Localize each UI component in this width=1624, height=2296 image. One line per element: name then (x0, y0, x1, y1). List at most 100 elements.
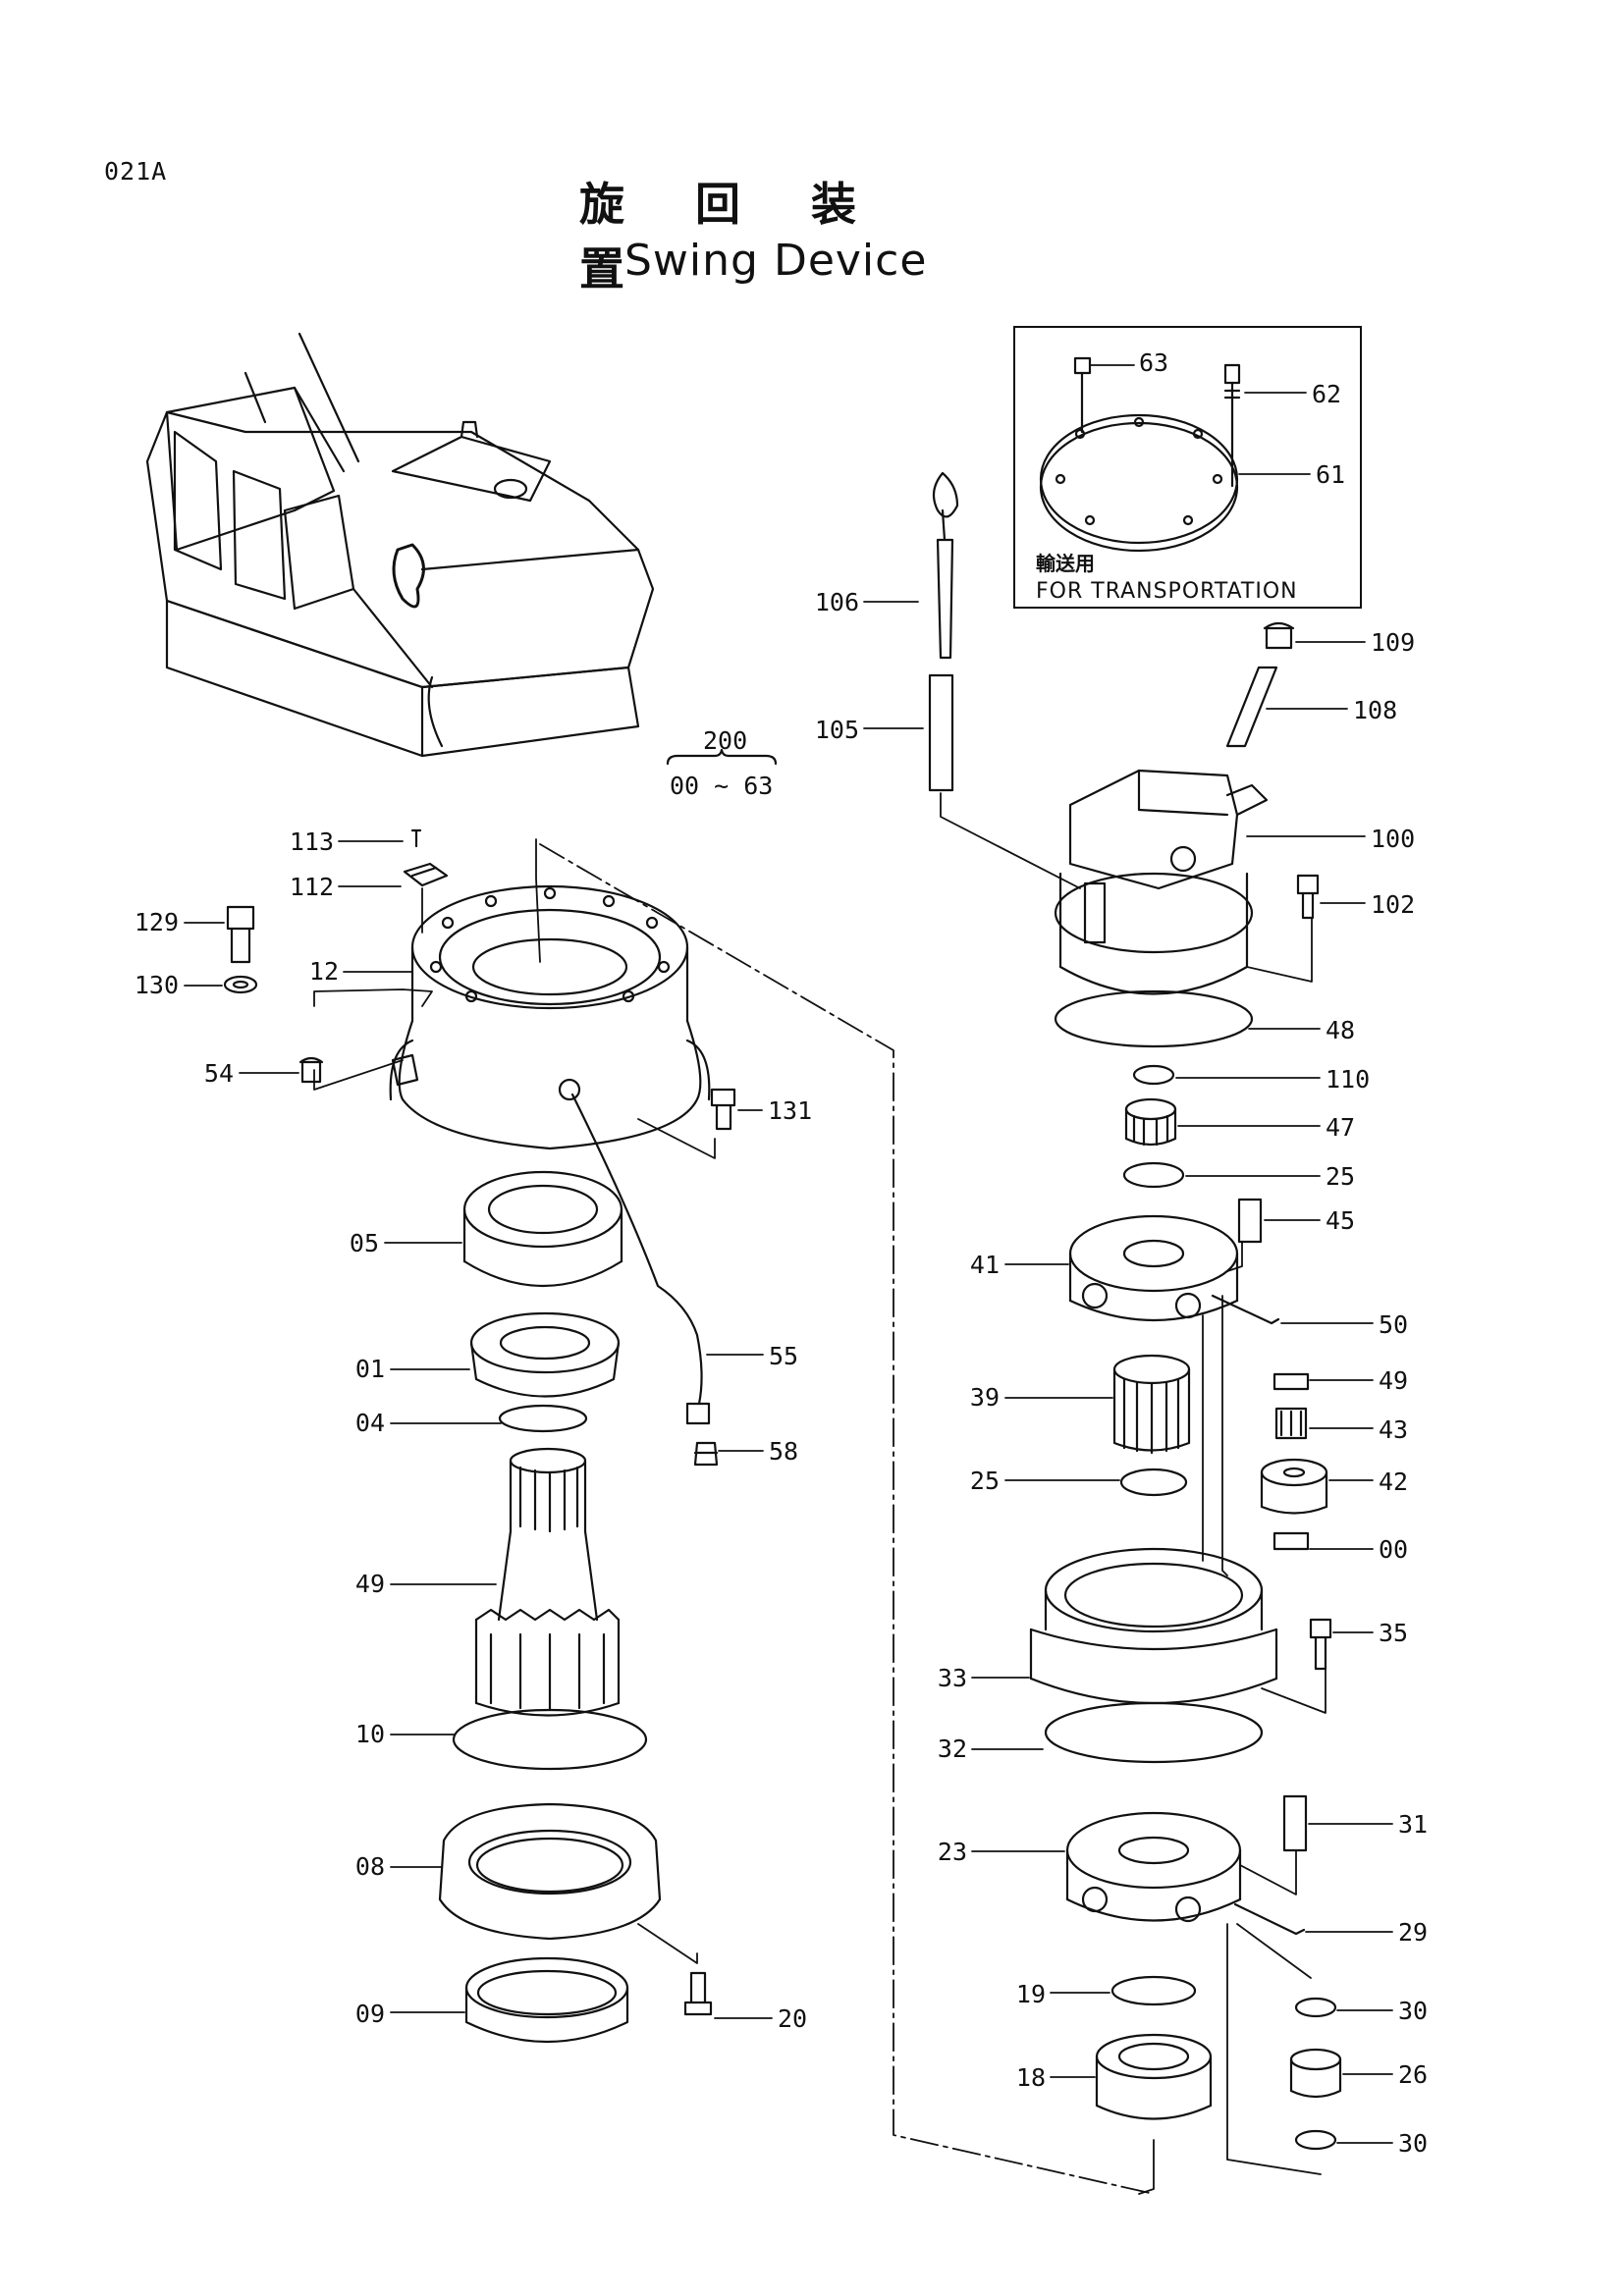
part-129-bolt (226, 905, 255, 964)
callout-number: 105 (815, 716, 859, 744)
part-08-ring-nut (438, 1802, 662, 1941)
callout-number: 49 (1379, 1366, 1408, 1395)
callout-number: 109 (1371, 628, 1415, 657)
part-12-housing (389, 884, 711, 1150)
part-48-o-ring (1054, 989, 1254, 1048)
part-39-sun-gear (1112, 1354, 1191, 1455)
part-09-seal (464, 1956, 629, 2044)
callout-number: 41 (970, 1251, 1000, 1279)
callout-number: 129 (135, 908, 179, 936)
excavator-locator-illustration (145, 332, 655, 758)
callout-number: 102 (1371, 890, 1415, 919)
part-31-pin (1282, 1794, 1308, 1852)
part-01-seal (469, 1311, 621, 1398)
part-105-pipe (928, 673, 954, 792)
callout-number: 01 (355, 1355, 385, 1383)
callout-number: 19 (1016, 1980, 1046, 2008)
callout-number: 00 (1379, 1535, 1408, 1564)
inset-label-japanese: 輸送用 (1036, 552, 1095, 575)
callout-number: 09 (355, 2000, 385, 2028)
callout-number: 05 (350, 1229, 379, 1257)
part-55-hose (570, 1093, 703, 1406)
callout-number: 49 (355, 1570, 385, 1598)
callout-number: 26 (1398, 2060, 1428, 2089)
callout-number: 47 (1326, 1113, 1355, 1142)
part-30-washer-lower (1294, 2129, 1337, 2151)
callout-number: 106 (815, 588, 859, 616)
inset-label-english: FOR TRANSPORTATION (1036, 579, 1298, 604)
callout-number: 23 (938, 1838, 967, 1866)
callout-number: 110 (1326, 1065, 1370, 1094)
title-japanese: 旋 回 装 置 (579, 178, 885, 295)
part-131-bolt (710, 1088, 736, 1131)
callout-number: 30 (1398, 2129, 1428, 2158)
callout-number: 30 (1398, 1997, 1428, 2025)
part-49-washer-upper (1272, 1372, 1310, 1391)
callout-number: 35 (1379, 1619, 1408, 1647)
callout-number: 54 (204, 1059, 234, 1088)
callout-number: 50 (1379, 1310, 1408, 1339)
group-ref-number: 200 (703, 726, 748, 755)
part-32-o-ring (1044, 1701, 1264, 1764)
part-102-bolt (1296, 874, 1320, 920)
part-35-bolt (1309, 1618, 1332, 1671)
part-29-pin (1233, 1902, 1306, 1936)
transport-cover-plate (1039, 356, 1241, 553)
callout-number: 18 (1016, 2063, 1046, 2092)
callout-number: 20 (778, 2004, 807, 2033)
callout-number: 55 (769, 1342, 798, 1370)
part-18-bearing (1095, 2033, 1213, 2120)
part-10-o-ring (452, 1708, 648, 1771)
part-41-carrier (1068, 1214, 1239, 1322)
callout-number: 39 (970, 1383, 1000, 1412)
callout-number: 100 (1371, 825, 1415, 853)
part-130-washer (223, 975, 258, 994)
callout-number: 08 (355, 1852, 385, 1881)
part-43-needle-bearing (1274, 1407, 1308, 1440)
part-54-plug (298, 1056, 324, 1084)
callout-number: 45 (1326, 1206, 1355, 1235)
group-range: 00 ~ 63 (670, 772, 774, 800)
part-45-pin (1237, 1198, 1263, 1244)
part-30-washer-upper (1294, 1997, 1337, 2018)
callout-number: 32 (938, 1735, 967, 1763)
part-108-pipe (1225, 666, 1278, 748)
callout-number: 112 (290, 873, 334, 901)
callout-number: 29 (1398, 1918, 1428, 1947)
callout-number: 61 (1316, 460, 1345, 489)
callout-number: 131 (768, 1096, 812, 1125)
part-42-planet-gear (1260, 1458, 1328, 1515)
callout-number: 33 (938, 1664, 967, 1692)
assembly-lines (313, 792, 1326, 2195)
group-brace (666, 748, 778, 766)
callout-number: 04 (355, 1409, 385, 1437)
part-113-screw (410, 828, 422, 848)
part-26-planet-gear (1289, 2048, 1342, 2099)
part-23-carrier (1065, 1811, 1242, 1923)
part-33-ring-gear (1029, 1547, 1278, 1705)
page-id: 021A (104, 157, 168, 186)
part-58-plug (693, 1441, 719, 1467)
part-19-snap-ring (1110, 1975, 1197, 2006)
callout-number: 10 (355, 1720, 385, 1748)
callout-number: 25 (1326, 1162, 1355, 1191)
part-00-shaft (474, 1447, 621, 1717)
part-04-o-ring (498, 1404, 588, 1433)
callout-number: 31 (1398, 1810, 1428, 1839)
callout-number: 62 (1312, 380, 1341, 408)
callout-number: 43 (1379, 1415, 1408, 1444)
callout-number: 58 (769, 1437, 798, 1466)
part-106-dipstick (932, 471, 959, 660)
part-49-washer-lower (1272, 1531, 1310, 1551)
callout-number: 42 (1379, 1468, 1408, 1496)
callout-number: 48 (1326, 1016, 1355, 1044)
part-112-plate (403, 862, 449, 887)
part-109-cap (1263, 621, 1295, 650)
callout-number: 108 (1353, 696, 1397, 724)
part-25-thrust-plate-upper (1122, 1161, 1185, 1189)
part-110-snap-ring (1132, 1064, 1175, 1086)
part-05-bearing (462, 1170, 623, 1288)
transport-inset-box (1013, 326, 1362, 609)
